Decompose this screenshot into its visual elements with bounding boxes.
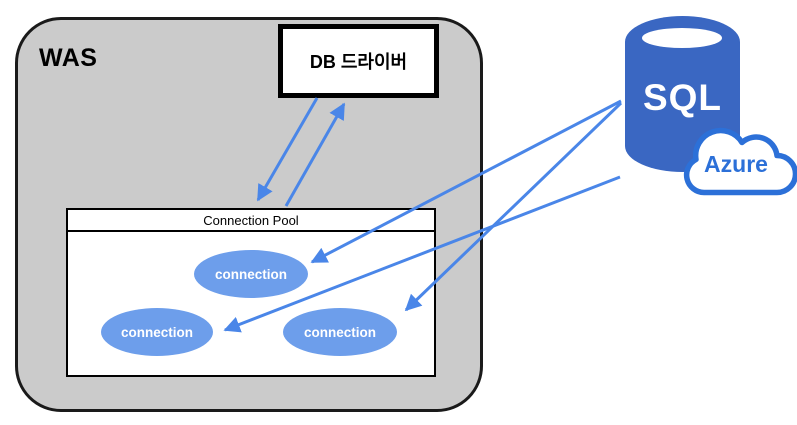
- connection-ellipse-bottom-left: connection: [101, 308, 213, 356]
- connection-label: connection: [214, 266, 287, 282]
- azure-text: Azure: [704, 151, 768, 177]
- connection-label: connection: [303, 324, 376, 340]
- db-driver-label: DB 드라이버: [309, 52, 408, 72]
- db-driver-box: DB 드라이버: [278, 24, 439, 98]
- connection-pool-title: Connection Pool: [68, 210, 434, 232]
- connection-ellipse-top: connection: [194, 250, 308, 298]
- was-label: WAS: [39, 44, 98, 72]
- connection-label: connection: [120, 324, 193, 340]
- sql-text: SQL: [642, 77, 723, 118]
- connection-ellipse-bottom-right: connection: [283, 308, 397, 356]
